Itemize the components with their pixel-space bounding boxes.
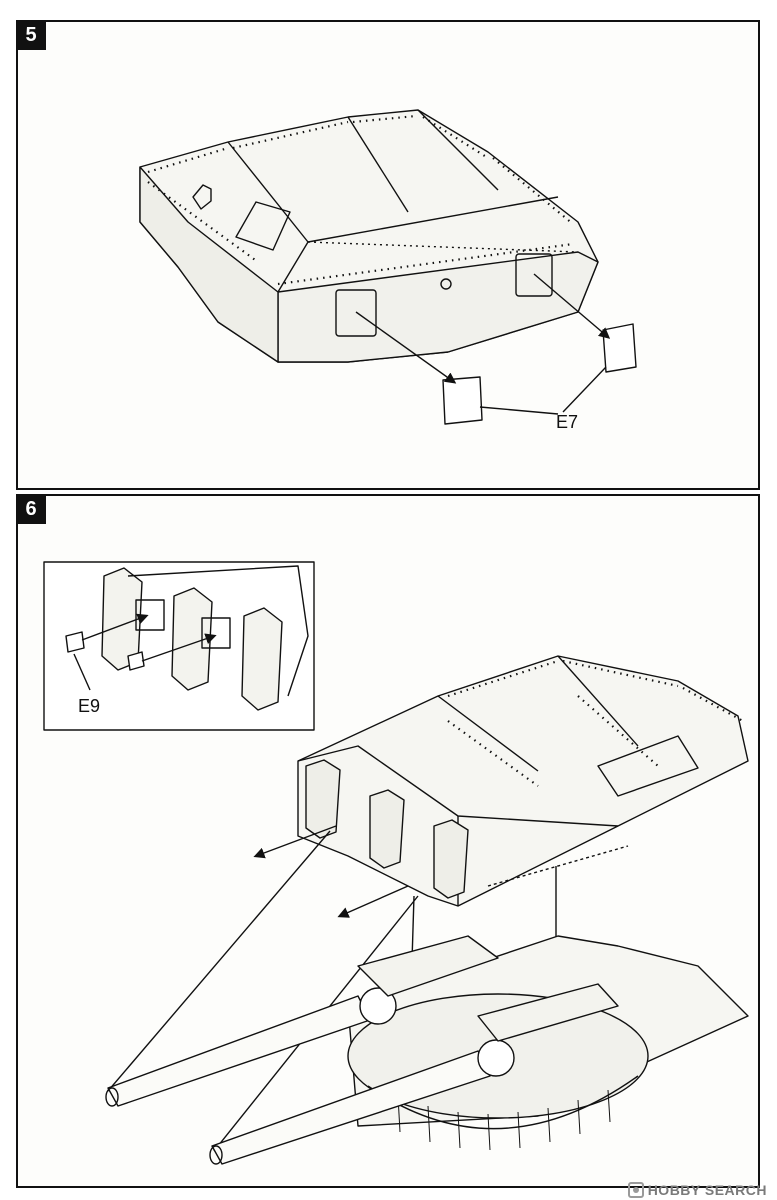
- periscope: [192, 184, 212, 210]
- gun-barrel-right: [209, 1050, 491, 1165]
- part-label-e9: E9: [78, 696, 101, 716]
- turret-front-face: [277, 251, 599, 363]
- plate-e9-1: [65, 631, 85, 653]
- step-5-panel: 5: [16, 20, 760, 490]
- step-number: 5: [16, 20, 46, 50]
- gun-barrel-left: [105, 995, 371, 1107]
- hobby-search-logo-icon: [627, 1182, 644, 1198]
- part-label-e7: E7: [556, 412, 579, 432]
- plate-e9-2: [127, 651, 145, 671]
- turret-roof-diagram: [139, 109, 637, 425]
- turret-gun-ports: [305, 759, 469, 899]
- front-opening-right: [515, 253, 553, 297]
- turret-left-face: [139, 166, 279, 363]
- gun-trunnion-right: [477, 1039, 515, 1077]
- roof-hatch: [235, 201, 291, 251]
- step-number: 6: [16, 494, 46, 524]
- inset-gun-ports: [101, 565, 309, 711]
- turret-assembly-diagram: [43, 561, 749, 1165]
- watermark: HOBBY SEARCH: [627, 1182, 767, 1198]
- step-6-panel: 6: [16, 494, 760, 1188]
- barbette-skirt: [367, 1075, 639, 1130]
- plate-e7-2: [602, 323, 637, 373]
- turret-hatch: [597, 735, 699, 797]
- gun-trunnion-left: [359, 987, 397, 1025]
- front-opening-left: [335, 289, 377, 337]
- watermark-text: HOBBY SEARCH: [647, 1182, 767, 1198]
- front-port: [440, 278, 452, 290]
- plate-e7-1: [442, 376, 483, 425]
- turret-upper: [297, 655, 749, 907]
